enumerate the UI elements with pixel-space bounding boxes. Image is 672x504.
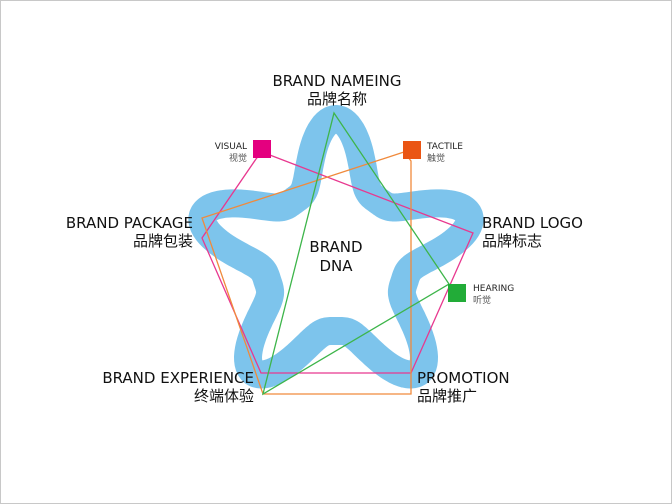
node-brand-logo: BRAND LOGO 品牌标志	[482, 214, 583, 250]
sense-zh: 触觉	[427, 154, 446, 164]
sense-en: VISUAL	[214, 142, 247, 152]
sense-zh: 听觉	[473, 296, 492, 306]
node-zh: 品牌推广	[417, 387, 478, 405]
sense-visual: VISUAL 视觉	[215, 141, 247, 165]
sense-en: TACTILE	[427, 142, 463, 152]
node-en: BRAND NAMEING	[272, 72, 402, 90]
node-zh: 品牌名称	[306, 90, 367, 108]
visual-square-marker	[253, 140, 271, 158]
sense-hearing: HEARING 听觉	[473, 283, 514, 307]
node-zh: 品牌包装	[132, 232, 193, 250]
tactile-connection-lines	[201, 151, 412, 395]
node-brand-package: BRAND PACKAGE 品牌包装	[66, 214, 193, 250]
sense-zh: 视觉	[228, 154, 247, 164]
node-promotion: PROMOTION 品牌推广	[417, 369, 510, 405]
node-brand-naming: BRAND NAMEING 品牌名称	[237, 72, 437, 108]
tactile-square-marker	[403, 141, 421, 159]
node-en: BRAND EXPERIENCE	[102, 369, 254, 387]
hearing-connection-lines	[261, 111, 450, 396]
visual-connection-lines	[201, 151, 474, 374]
node-en: PROMOTION	[417, 369, 510, 387]
sense-en: HEARING	[473, 284, 515, 294]
center-line-2: DNA	[319, 257, 353, 275]
center-line-1: BRAND	[309, 238, 363, 256]
node-brand-experience: BRAND EXPERIENCE 终端体验	[102, 369, 254, 405]
node-en: BRAND PACKAGE	[65, 214, 193, 232]
hearing-square-marker	[448, 284, 466, 302]
node-zh: 终端体验	[193, 387, 254, 405]
node-zh: 品牌标志	[482, 232, 543, 250]
center-label: BRAND DNA	[296, 238, 376, 276]
node-en: BRAND LOGO	[482, 214, 583, 232]
sense-tactile: TACTILE 触觉	[427, 141, 463, 165]
